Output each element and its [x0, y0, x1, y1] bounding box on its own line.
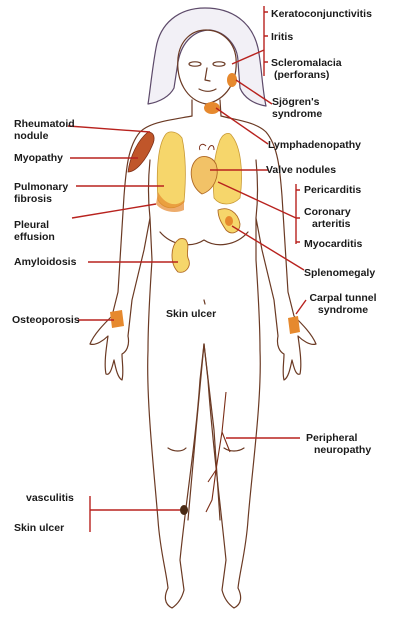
label-pericarditis: Pericarditis [304, 184, 361, 196]
label-effusion: effusion [14, 231, 55, 243]
lymph-node-neck [204, 102, 220, 114]
label-valve-nodules: Valve nodules [266, 164, 336, 176]
left-lung [157, 132, 185, 208]
label-myocarditis: Myocarditis [304, 238, 362, 250]
label-perforans: (perforans) [274, 69, 329, 81]
navel [204, 300, 205, 304]
label-rheumatoid: Rheumatoid [14, 118, 75, 130]
label-sjogren-syndrome: syndrome [272, 108, 322, 120]
left-eye [189, 62, 201, 66]
nose [205, 68, 210, 81]
shoulder-muscle-nodule [128, 132, 154, 172]
label-osteoporosis: Osteoporosis [12, 314, 80, 326]
label-sjogren: Sjögren's [272, 96, 319, 108]
rheumatoid-line [68, 126, 150, 132]
lymph-node-jaw [227, 73, 237, 87]
label-keratoconjunctivitis: Keratoconjunctivitis [271, 8, 372, 20]
label-vasculitis: vasculitis [26, 492, 74, 504]
label-splenomegaly: Splenomegaly [304, 267, 375, 279]
label-pleural: Pleural [14, 219, 49, 231]
right-wrist-joint [288, 316, 300, 334]
vasculitis-bracket [90, 496, 180, 532]
label-iritis: Iritis [271, 31, 293, 43]
pleural-line [72, 204, 156, 218]
label-fibrosis: fibrosis [14, 193, 52, 205]
splenomegaly-line [232, 226, 304, 270]
left-leg-inner [188, 344, 204, 520]
label-scleromalacia: Scleromalacia [271, 57, 342, 69]
label-myopathy: Myopathy [14, 152, 63, 164]
torso-contour [160, 232, 248, 245]
spleen-center [225, 216, 233, 226]
left-inner-arm [149, 160, 151, 218]
mouth [199, 89, 216, 91]
label-coronary: Coronary [304, 206, 351, 218]
right-inner-arm [256, 160, 258, 218]
label-neuropathy: neuropathy [314, 444, 371, 456]
label-peripheral: Peripheral [306, 432, 357, 444]
label-carpal-tunnel: Carpal tunnel [300, 292, 386, 304]
right-eye [213, 62, 225, 66]
left-knee [168, 448, 186, 451]
kidney [172, 239, 189, 273]
right-knee [224, 448, 244, 451]
left-wrist-joint [110, 310, 124, 328]
label-arteritis: arteritis [312, 218, 351, 230]
label-lymphadenopathy: Lymphadenopathy [268, 139, 361, 151]
label-carpal-syndrome: syndrome [300, 304, 386, 316]
label-skin-ulcer-center: Skin ulcer [166, 308, 216, 320]
label-skin-ulcer-left: Skin ulcer [14, 522, 64, 534]
label-nodule: nodule [14, 130, 48, 142]
skin-ulcer-spot [180, 505, 188, 515]
label-pulmonary: Pulmonary [14, 181, 68, 193]
label-amyloidosis: Amyloidosis [14, 256, 76, 268]
heart-vessel-marks [199, 144, 214, 150]
